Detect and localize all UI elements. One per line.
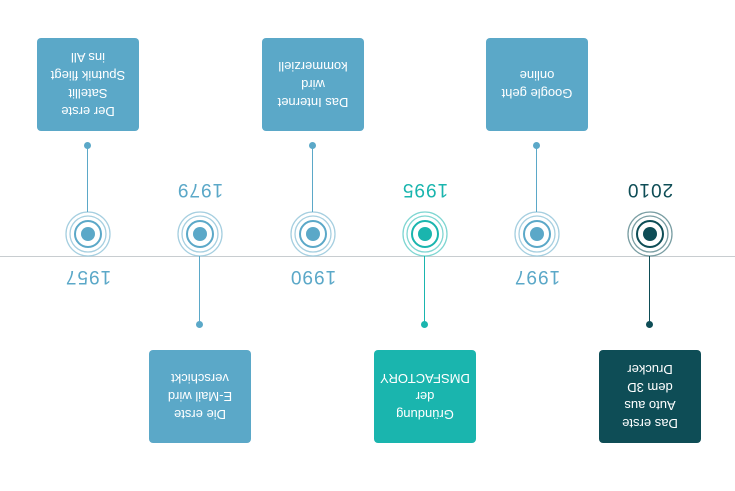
year-label-1979: 1979 (176, 179, 224, 200)
event-text-line: DMSFACTORY (380, 371, 470, 387)
timeline-stem-1957 (87, 146, 88, 212)
event-text-line: der (415, 389, 435, 405)
event-text-line: Das erste (622, 416, 678, 432)
event-text-line: Der erste (61, 104, 115, 120)
event-box-2010: Das erste Auto aus dem 3D Drucker (599, 350, 701, 443)
event-text-line: Sputnik fliegt (50, 68, 126, 84)
timeline-dot-1995 (421, 321, 428, 328)
timeline-node-1979 (177, 211, 223, 257)
event-text-line: Gründung (396, 407, 454, 423)
timeline-dot-1957 (84, 142, 91, 149)
timeline-dot-1997 (533, 142, 540, 149)
event-box-1995: Gründung der DMSFACTORY (374, 350, 476, 443)
timeline-stem-1995 (424, 256, 425, 325)
timeline-dot-1979 (196, 321, 203, 328)
event-text-line: dem 3D (627, 380, 673, 396)
event-box-1997: Google geht online (486, 38, 588, 131)
event-text-line: E-Mail wird (167, 389, 233, 405)
event-text-line: Google geht (501, 86, 573, 102)
event-text-line: wird (301, 77, 325, 93)
timeline-stem-1979 (199, 256, 200, 325)
year-label-1997: 1997 (513, 266, 561, 287)
event-box-1979: Die erste E-Mail wird verschickt (149, 350, 251, 443)
timeline-stem-1990 (312, 146, 313, 212)
timeline-dot-2010 (646, 321, 653, 328)
timeline-stem-1997 (536, 146, 537, 212)
event-text-line: Das Internet (277, 95, 349, 111)
year-label-1990: 1990 (289, 266, 337, 287)
timeline-stem-2010 (649, 256, 650, 325)
year-label-2010: 2010 (626, 179, 674, 200)
timeline-node-2010 (627, 211, 673, 257)
event-text-line: ins All (71, 50, 105, 66)
timeline-node-1990 (290, 211, 336, 257)
timeline-dot-1990 (309, 142, 316, 149)
event-text-line: Auto aus (624, 398, 676, 414)
timeline-node-1997 (514, 211, 560, 257)
event-text-line: Drucker (627, 362, 673, 378)
event-text-line: kommerziell (278, 59, 348, 75)
event-text-line: verschickt (171, 371, 229, 387)
year-label-1957: 1957 (64, 266, 112, 287)
event-text-line: Satellit (68, 86, 108, 102)
timeline-node-1995 (402, 211, 448, 257)
event-text-line: Die erste (173, 407, 227, 423)
year-label-1995: 1995 (401, 179, 449, 200)
event-text-line: online (519, 68, 555, 84)
event-box-1957: Der erste Satellit Sputnik fliegt ins All (37, 38, 139, 131)
event-box-1990: Das Internet wird kommerziell (262, 38, 364, 131)
timeline-node-1957 (65, 211, 111, 257)
